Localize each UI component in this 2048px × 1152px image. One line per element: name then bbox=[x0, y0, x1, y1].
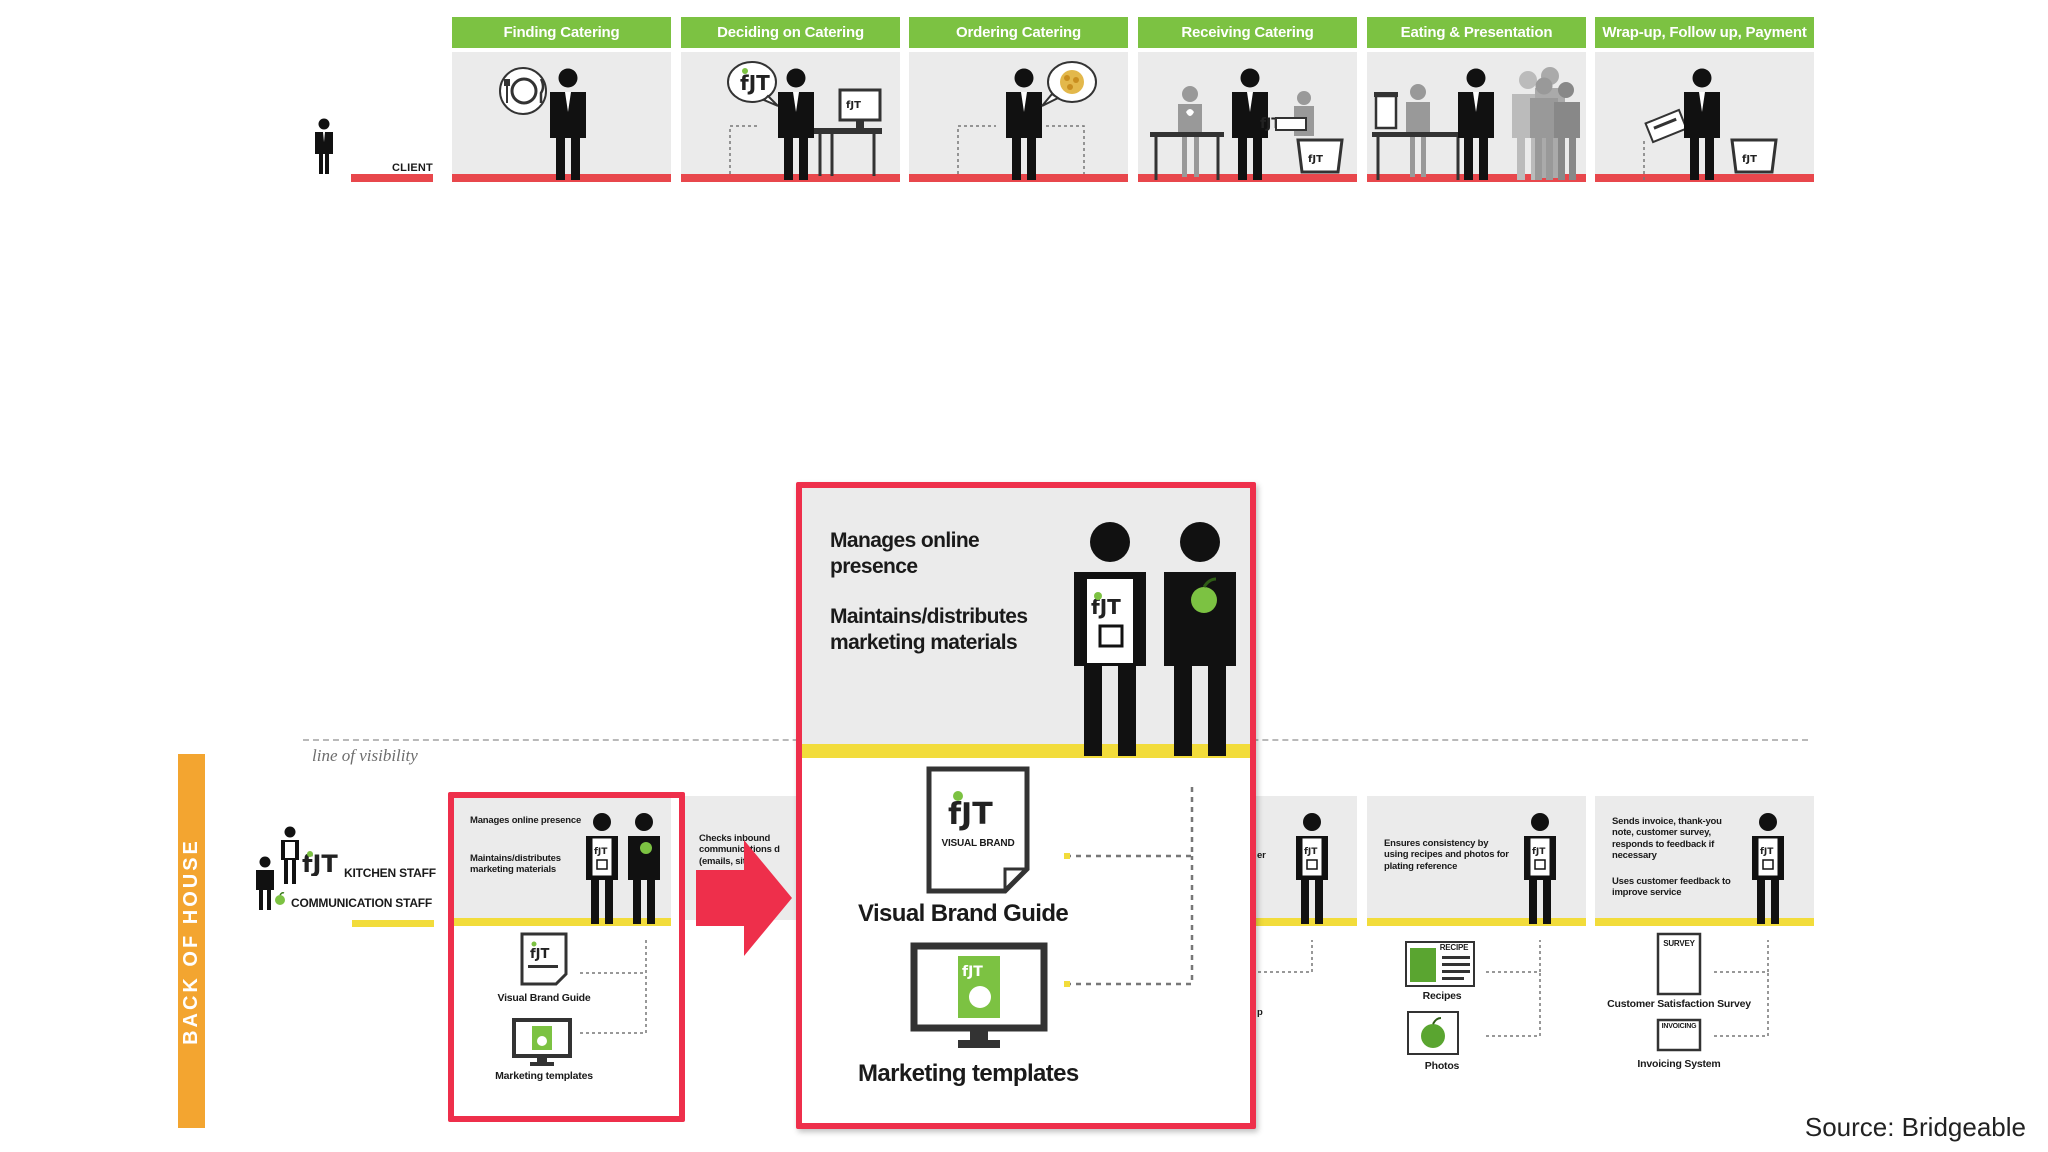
svg-text:fJT: fJT bbox=[530, 947, 549, 962]
svg-text:fJT: fJT bbox=[962, 964, 983, 980]
svg-text:fJT: fJT bbox=[740, 71, 770, 95]
staff-bar bbox=[352, 920, 434, 927]
client-figure-icon bbox=[550, 68, 586, 180]
stage-label: Ordering Catering bbox=[956, 24, 1081, 41]
svg-text:fJT: fJT bbox=[1532, 847, 1546, 857]
invoicing-box-icon bbox=[1656, 1018, 1702, 1052]
p1-marketing-text: Maintains/distributes marketing material… bbox=[470, 853, 561, 876]
kitchen-staff-figure-icon: fJT bbox=[1752, 813, 1784, 924]
p5-photos-caption: Photos bbox=[1424, 1060, 1460, 1072]
client-bar bbox=[351, 174, 433, 182]
dotted-connector bbox=[729, 125, 758, 174]
p5-recipe-tag: RECIPE bbox=[1439, 943, 1469, 952]
client-bar-wrapup bbox=[1595, 174, 1814, 182]
p1-screen-caption: Marketing templates bbox=[495, 1070, 593, 1082]
svg-text:fJT: fJT bbox=[1742, 154, 1757, 165]
stage-header-eating: Eating & Presentation bbox=[1367, 17, 1586, 48]
dotted-connector bbox=[580, 937, 647, 1034]
p4-text-2: p bbox=[1257, 1007, 1263, 1018]
plate-thought-icon bbox=[499, 67, 547, 115]
stage-label: Deciding on Catering bbox=[717, 24, 864, 41]
p1-doc-caption: Visual Brand Guide bbox=[497, 992, 591, 1004]
zoom-staff-bar bbox=[802, 744, 1250, 758]
client-bar-eating bbox=[1367, 174, 1586, 182]
client-label: CLIENT bbox=[392, 162, 433, 174]
invoice-scene-icon: fJT bbox=[1643, 68, 1778, 180]
svg-text:fJT: fJT bbox=[594, 847, 608, 857]
p2-text: Checks inbound communications d (emails,… bbox=[699, 833, 780, 867]
templates-monitor-icon bbox=[512, 1018, 572, 1066]
zoom-arrow-icon bbox=[696, 840, 792, 956]
staff-bar-wrapup bbox=[1595, 918, 1814, 926]
zoom-templates-caption: Marketing templates bbox=[858, 1060, 1079, 1087]
recipe-doc-icon bbox=[1405, 941, 1475, 987]
delivery-scene-icon: fJT fJT bbox=[1150, 68, 1344, 180]
staff-bar-finding bbox=[452, 918, 671, 926]
stage-header-wrapup: Wrap-up, Follow up, Payment bbox=[1595, 17, 1814, 48]
back-of-house-strip: BACK OF HOUSE bbox=[178, 754, 205, 1128]
visibility-label: line of visibility bbox=[312, 746, 418, 765]
communication-staff-label: COMMUNICATION STAFF bbox=[291, 896, 433, 910]
kitchen-staff-figure-icon: fJT bbox=[1524, 813, 1556, 924]
svg-text:fJT: fJT bbox=[1760, 847, 1774, 857]
staff-pair-icon: fJT bbox=[586, 813, 660, 924]
client-person-icon bbox=[315, 118, 333, 174]
p6-text-2: Uses customer feedback to improve servic… bbox=[1612, 876, 1731, 899]
dotted-connector bbox=[957, 125, 1085, 174]
zoom-dotted-connector bbox=[1064, 786, 1194, 987]
stage-header-ordering: Ordering Catering bbox=[909, 17, 1128, 48]
client-bar-receiving bbox=[1138, 174, 1357, 182]
back-of-house-label: BACK OF HOUSE bbox=[180, 837, 203, 1045]
zoom-doc-tag: VISUAL BRAND bbox=[941, 838, 1015, 849]
p1-online-text: Manages online presence bbox=[470, 815, 582, 826]
svg-text:fJT: fJT bbox=[1304, 847, 1318, 857]
p5-recipes-caption: Recipes bbox=[1422, 990, 1462, 1002]
buffet-scene-icon bbox=[1372, 67, 1580, 180]
stage-header-receiving: Receiving Catering bbox=[1138, 17, 1357, 48]
kitchen-logo-icon: fJT bbox=[302, 850, 338, 876]
kitchen-staff-label: KITCHEN STAFF bbox=[344, 866, 436, 880]
zoom-online-text: Manages online presence bbox=[830, 529, 980, 579]
zoom-staff-pair-icon: fJT bbox=[1074, 522, 1236, 756]
highlight-box-zoom: Manages online presence Maintains/distri… bbox=[796, 482, 1256, 1129]
zoom-templates-monitor-icon: fJT bbox=[910, 942, 1048, 1048]
svg-text:fJT: fJT bbox=[1308, 154, 1323, 165]
desk-computer-icon: fJT bbox=[814, 88, 882, 176]
zoom-brand-guide-doc-icon: fJT bbox=[926, 766, 1030, 894]
food-thought-icon bbox=[1041, 61, 1097, 107]
client-figure-icon bbox=[778, 68, 814, 180]
stage-label: Receiving Catering bbox=[1181, 24, 1314, 41]
apple-photo-icon bbox=[1407, 1011, 1459, 1055]
staff-bar-eating bbox=[1367, 918, 1586, 926]
kitchen-staff-figure-icon: fJT bbox=[1296, 813, 1328, 924]
highlight-box-small bbox=[448, 792, 685, 1122]
dotted-connector bbox=[1258, 940, 1313, 973]
dotted-connector bbox=[1714, 940, 1769, 1037]
client-figure-icon bbox=[1006, 68, 1042, 180]
stage-header-deciding: Deciding on Catering bbox=[681, 17, 900, 48]
p4-text: er bbox=[1257, 850, 1266, 861]
svg-text:fJT: fJT bbox=[846, 100, 861, 111]
stage-label: Eating & Presentation bbox=[1400, 24, 1553, 41]
p6-invoicing-tag: INVOICING bbox=[1661, 1023, 1697, 1030]
zoom-brand-guide-caption: Visual Brand Guide bbox=[858, 900, 1069, 927]
p6-invoicing-caption: Invoicing System bbox=[1637, 1058, 1721, 1070]
staff-figures-icon bbox=[256, 826, 299, 910]
p5-text: Ensures consistency by using recipes and… bbox=[1384, 838, 1509, 872]
stage-header-finding: Finding Catering bbox=[452, 17, 671, 48]
p6-survey-caption: Customer Satisfaction Survey bbox=[1607, 998, 1751, 1010]
p6-survey-tag: SURVEY bbox=[1663, 939, 1695, 948]
stage-label: Finding Catering bbox=[503, 24, 620, 41]
svg-text:fJT: fJT bbox=[948, 797, 993, 832]
brand-guide-doc-icon: fJT bbox=[520, 932, 568, 986]
dotted-connector bbox=[1486, 940, 1541, 1037]
logo-thought-icon: fJT bbox=[727, 61, 779, 107]
p6-text-1: Sends invoice, thank-you note, customer … bbox=[1612, 816, 1722, 862]
stage-label: Wrap-up, Follow up, Payment bbox=[1602, 24, 1807, 41]
survey-doc-icon bbox=[1656, 932, 1702, 996]
source-credit: Source: Bridgeable bbox=[1804, 1112, 2026, 1142]
zoom-marketing-text: Maintains/distributes marketing material… bbox=[830, 605, 1028, 655]
